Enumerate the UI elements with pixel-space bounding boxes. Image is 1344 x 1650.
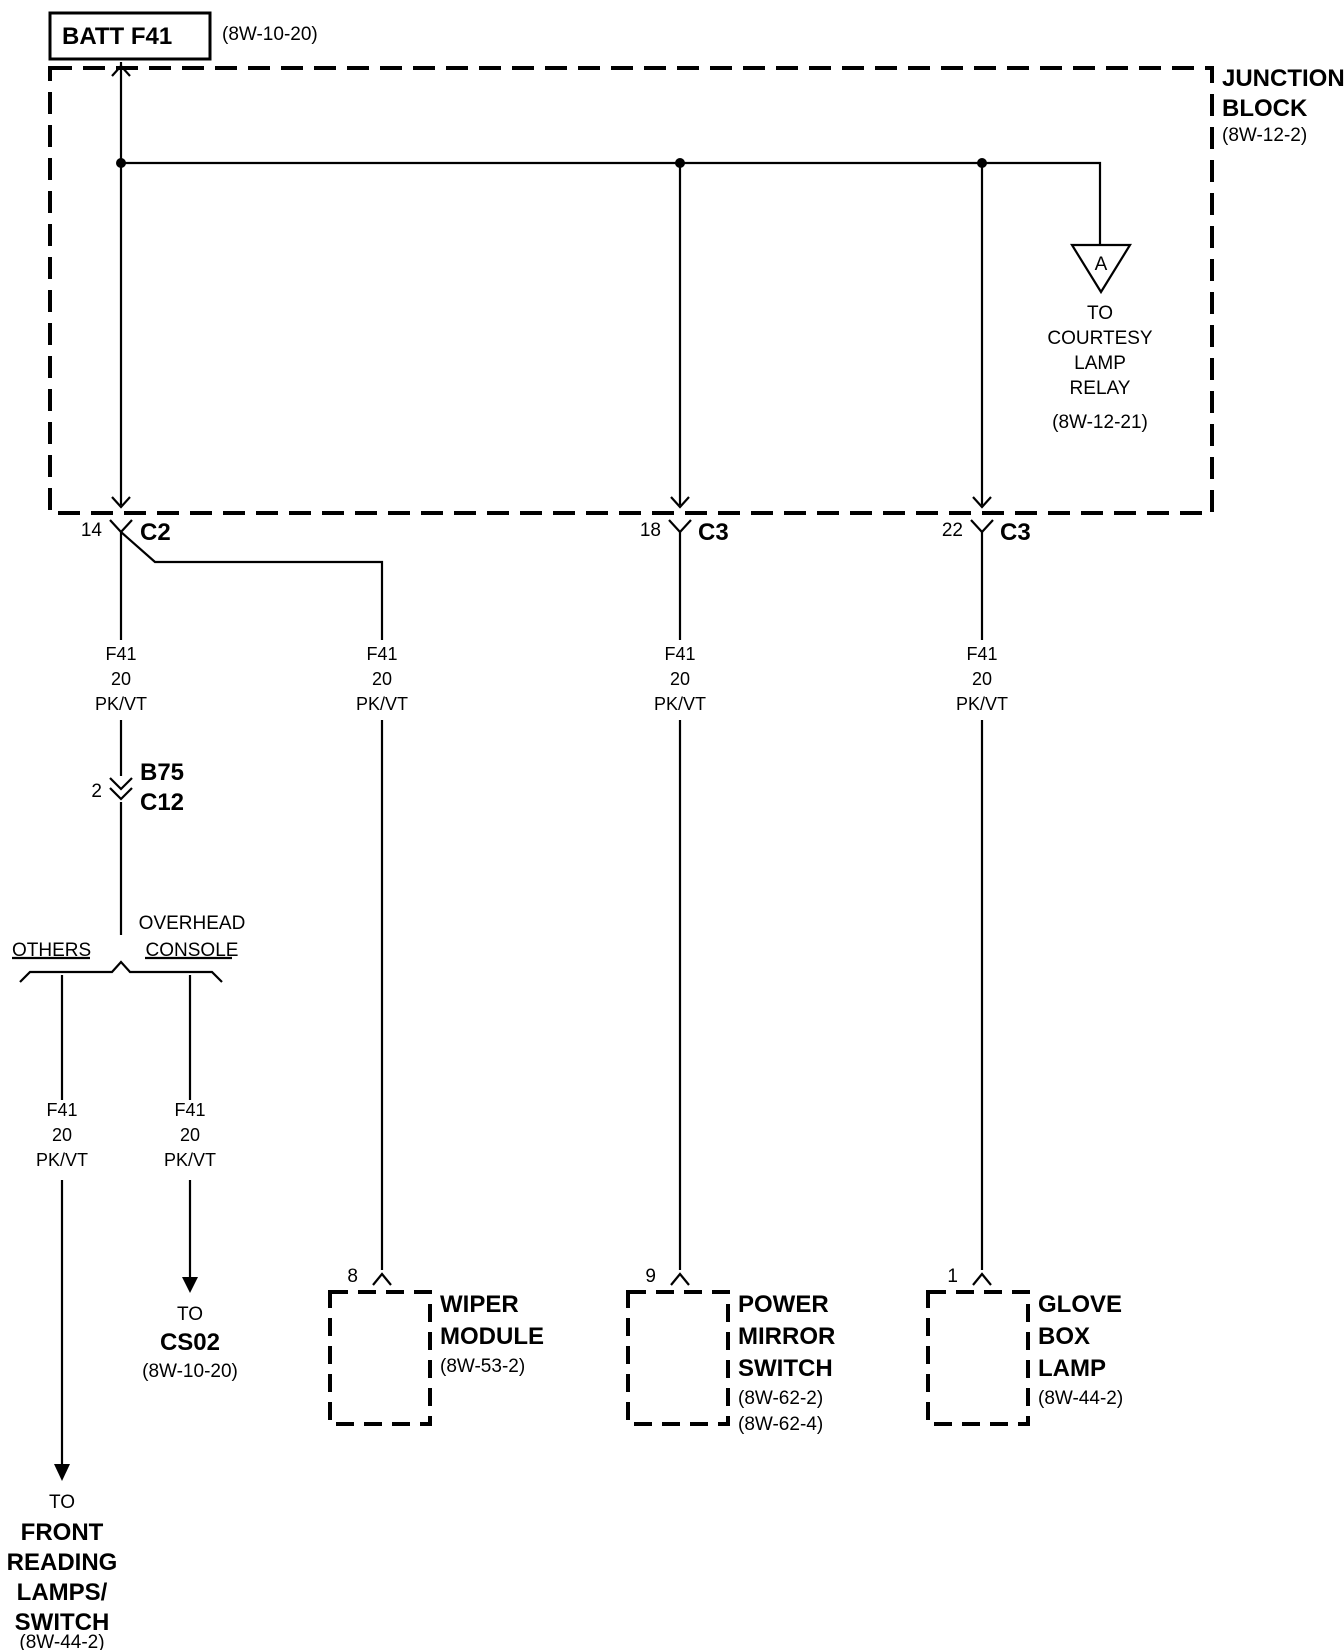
wiper-ref: (8W-53-2) <box>440 1356 525 1377</box>
glove-terminal-icon <box>972 1272 992 1286</box>
glove-title-2: BOX <box>1038 1323 1090 1350</box>
mirror-pin: 9 <box>645 1266 656 1287</box>
wire-console-circuit: F41 <box>174 1100 205 1120</box>
glove-title-1: GLOVE <box>1038 1291 1122 1318</box>
fuse-box <box>48 11 212 61</box>
wiper-pin: 8 <box>347 1266 358 1287</box>
connector-b75-name: B75 <box>140 759 184 786</box>
cs02-ref: (8W-10-20) <box>142 1361 238 1382</box>
courtesy-line3: LAMP <box>1074 353 1126 374</box>
courtesy-line4: RELAY <box>1070 378 1131 399</box>
wire-mirror-color: PK/VT <box>654 694 706 714</box>
fuse-ref: (8W-10-20) <box>222 24 318 45</box>
wire-c2-color: PK/VT <box>95 694 147 714</box>
splice-console-label: CONSOLE <box>146 940 239 961</box>
wiper-module-box <box>328 1290 432 1426</box>
splice-overhead-label: OVERHEAD <box>139 913 246 934</box>
front-reading-line1: FRONT <box>21 1519 104 1546</box>
courtesy-marker: A <box>1095 254 1108 275</box>
wire-others-color: PK/VT <box>36 1150 88 1170</box>
connector-c3-pin18-pin: 18 <box>640 520 661 541</box>
connector-c3-pin22-pin: 22 <box>942 520 963 541</box>
front-reading-ref: (8W-44-2) <box>19 1632 104 1650</box>
connector-c3-pin22-name: C3 <box>1000 519 1031 546</box>
wire-c2-circuit: F41 <box>105 644 136 664</box>
connector-b75-icon <box>109 777 133 801</box>
wire-wiper-gauge: 20 <box>372 669 392 689</box>
mirror-title-1: POWER <box>738 1291 829 1318</box>
wiper-terminal-icon <box>372 1272 392 1286</box>
mirror-switch-box <box>626 1290 730 1426</box>
front-reading-to: TO <box>49 1492 75 1513</box>
courtesy-triangle-icon <box>1070 243 1132 295</box>
connector-b75-pin: 2 <box>91 781 102 802</box>
mirror-ref-1: (8W-62-2) <box>738 1388 823 1409</box>
wiper-title-2: MODULE <box>440 1323 544 1350</box>
connector-c3-pin18-name: C3 <box>698 519 729 546</box>
front-reading-arrow-icon <box>54 1464 70 1481</box>
connector-c12-name: C12 <box>140 789 184 816</box>
junction-block-title-2: BLOCK <box>1222 95 1308 122</box>
courtesy-ref: (8W-12-21) <box>1052 412 1148 433</box>
wire-glove-circuit: F41 <box>966 644 997 664</box>
wire-others-circuit: F41 <box>46 1100 77 1120</box>
junction-block-title-1: JUNCTION <box>1222 65 1344 92</box>
fuse-label: BATT F41 <box>62 23 172 50</box>
mirror-terminal-icon <box>670 1272 690 1286</box>
front-reading-line4: SWITCH <box>15 1609 110 1636</box>
splice-brackets <box>12 956 232 983</box>
courtesy-to: TO <box>1087 303 1113 324</box>
junction-block-ref: (8W-12-2) <box>1222 125 1307 146</box>
front-reading-line2: READING <box>7 1549 118 1576</box>
junction-bus <box>111 62 1102 505</box>
junction-block-outline <box>48 66 1214 515</box>
wire-c2-gauge: 20 <box>111 669 131 689</box>
connector-c2-name: C2 <box>140 519 171 546</box>
glove-ref: (8W-44-2) <box>1038 1388 1123 1409</box>
wire-glove-gauge: 20 <box>972 669 992 689</box>
wire-mirror-circuit: F41 <box>664 644 695 664</box>
mirror-title-3: SWITCH <box>738 1355 833 1382</box>
wire-console-gauge: 20 <box>180 1125 200 1145</box>
splice-others-label: OTHERS <box>12 940 91 961</box>
circuit-wires <box>60 531 984 1465</box>
wire-console-color: PK/VT <box>164 1150 216 1170</box>
glove-title-3: LAMP <box>1038 1355 1106 1382</box>
glove-pin: 1 <box>947 1266 958 1287</box>
wire-glove-color: PK/VT <box>956 694 1008 714</box>
mirror-ref-2: (8W-62-4) <box>738 1414 823 1435</box>
cs02-arrow-icon <box>182 1277 198 1293</box>
wire-mirror-gauge: 20 <box>670 669 690 689</box>
cs02-name: CS02 <box>160 1329 220 1356</box>
wire-others-gauge: 20 <box>52 1125 72 1145</box>
wire-wiper-circuit: F41 <box>366 644 397 664</box>
wire-wiper-color: PK/VT <box>356 694 408 714</box>
connector-c2-pin: 14 <box>81 520 103 541</box>
wiper-title-1: WIPER <box>440 1291 519 1318</box>
cs02-to: TO <box>177 1304 203 1325</box>
mirror-title-2: MIRROR <box>738 1323 835 1350</box>
courtesy-line2: COURTESY <box>1047 328 1153 349</box>
front-reading-line3: LAMPS/ <box>17 1579 108 1606</box>
glove-lamp-box <box>926 1290 1030 1426</box>
